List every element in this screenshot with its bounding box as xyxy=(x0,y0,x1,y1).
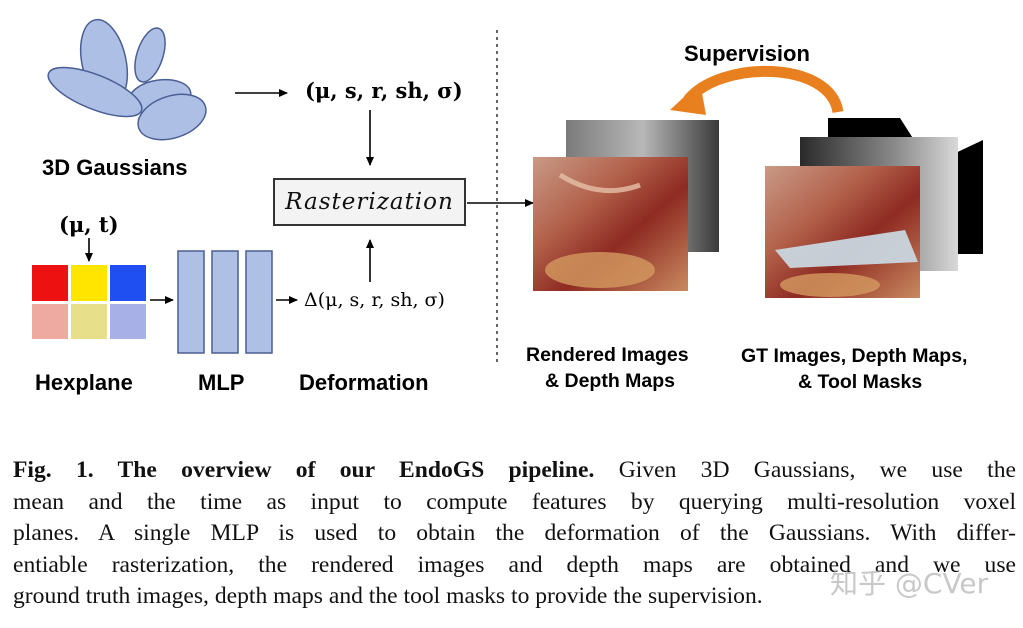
rendered-label-line1: Rendered Images xyxy=(526,344,689,366)
mlp-label: MLP xyxy=(198,370,245,395)
caption-title: Fig. 1. The overview of our EndoGS pipel… xyxy=(13,457,595,483)
hexplane-grid xyxy=(32,265,146,339)
figure-caption: Fig. 1. The overview of our EndoGS pipel… xyxy=(13,455,1016,613)
pipeline-figure: 3D Gaussians (μ, s, r, sh, σ) Rasterizat… xyxy=(32,18,983,395)
deformation-params-label: Δ(μ, s, r, sh, σ) xyxy=(304,289,445,311)
watermark: 知乎 @CVer xyxy=(830,567,989,600)
caption-line-1: Fig. 1. The overview of our EndoGS pipel… xyxy=(13,457,1016,483)
rendered-image-stack xyxy=(533,120,719,291)
gt-image-stack xyxy=(765,118,983,298)
hexplane-label: Hexplane xyxy=(35,370,133,395)
gt-label-line2: & Tool Masks xyxy=(798,371,923,393)
caption-line-4: entiable rasterization, the rendered ima… xyxy=(13,551,1016,578)
caption-line-3: planes. A single MLP is used to obtain t… xyxy=(13,520,1016,547)
gaussian-ellipses xyxy=(47,18,207,141)
caption-line-5: ground truth images, depth maps and the … xyxy=(13,583,763,610)
supervision-arrow xyxy=(683,65,844,114)
supervision-arrowhead xyxy=(670,82,706,115)
pipeline-diagram xyxy=(32,18,983,365)
input-label: (μ, t) xyxy=(59,212,119,237)
gt-label-line1: GT Images, Depth Maps, xyxy=(741,345,968,367)
deformation-label: Deformation xyxy=(299,370,429,395)
gaussians-label: 3D Gaussians xyxy=(42,155,188,180)
supervision-label: Supervision xyxy=(684,41,810,66)
rendered-label-line2: & Depth Maps xyxy=(545,370,676,392)
gaussian-params-label: (μ, s, r, sh, σ) xyxy=(305,78,463,103)
mlp-layers xyxy=(177,250,273,354)
rasterization-box: Rasterization xyxy=(273,178,466,226)
caption-line-2: mean and the time as input to compute fe… xyxy=(13,488,1016,515)
